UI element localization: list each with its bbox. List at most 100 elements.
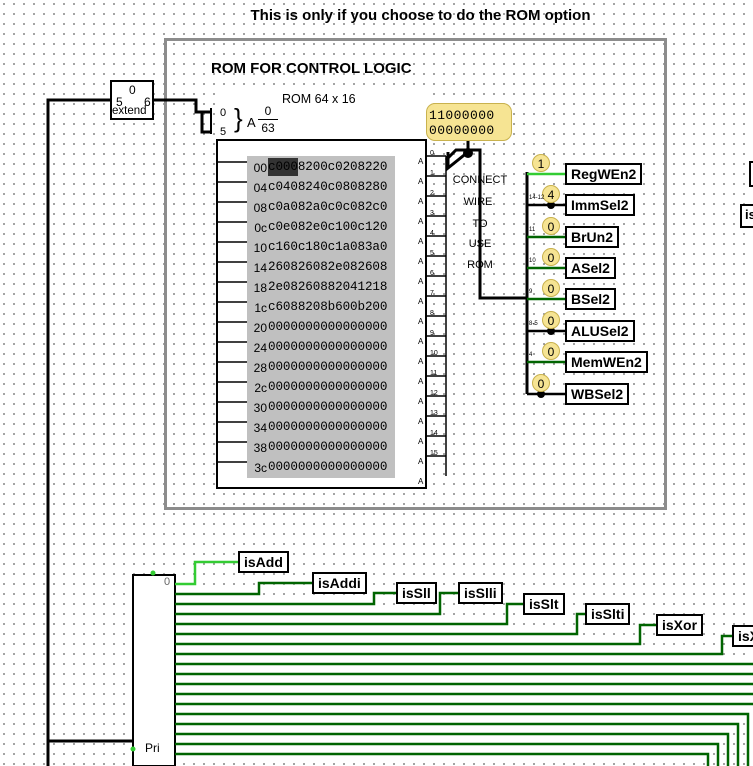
control-output-brun2[interactable]: BrUn2 [565,226,620,248]
decoder-tunnel-issll[interactable]: isSll [396,582,437,604]
rom-output-pin-label: A [418,477,424,486]
rom-output-pin-label: A [418,297,424,306]
control-bit-range: 10 [529,258,536,264]
rom-address-label: 34 [253,421,267,435]
rom-addr-fraction-bottom: 63 [261,121,275,135]
rom-row-data[interactable]: c6088208b600b200 [268,300,388,314]
control-probe-bsel2[interactable]: 0 [542,279,560,297]
rom-address-label: 20 [253,321,267,335]
rom-output-pin-label: A [418,177,424,186]
rom-frame [164,38,667,510]
rom-output-pin-label: A [418,397,424,406]
rom-output-index: 1 [430,170,434,177]
control-probe-memwen2[interactable]: 0 [542,342,560,360]
offscreen-tunnel-1[interactable] [749,161,753,187]
rom-row-data[interactable]: 0000000000000000 [268,400,388,414]
offscreen-tunnel-is[interactable]: is [740,204,753,228]
decoder-tunnel-isxor[interactable]: isXor [656,614,704,636]
decoder-tunnel-isslt[interactable]: isSlt [523,593,565,615]
extend-out-wire [154,98,210,114]
rom-output-pin-label: A [418,217,424,226]
rom-contents-grid[interactable] [247,156,395,478]
rom-row-data[interactable]: c160c180c1a083a0 [268,240,388,254]
connect-text-0: CONNECT [452,174,508,186]
control-output-wbsel2[interactable]: WBSel2 [565,383,630,405]
control-output-bsel2[interactable]: BSel2 [565,288,616,310]
rom-addr-A: A [247,115,256,130]
rom-output-pin-label: A [418,377,424,386]
rom-input-lines [218,161,248,463]
control-output-asel2[interactable]: ASel2 [565,257,616,279]
control-probe-immsel2[interactable]: 4 [542,185,560,203]
rom-cursor [268,158,298,176]
rom-row-data[interactable]: 0000000000000000 [268,460,388,474]
rom-output-probe[interactable]: 11000000 00000000 [426,103,512,141]
rom-output-pin-label: A [418,357,424,366]
control-probe-regwen2[interactable]: 1 [532,154,550,172]
decoder-tunnel-isslli[interactable]: isSlli [458,582,503,604]
rom-address-label: 0c [254,221,267,235]
rom-output-index: 13 [430,410,438,417]
rom-output-pin-label: A [418,157,424,166]
rom-output-pin-label: A [418,337,424,346]
control-output-alusel2[interactable]: ALUSel2 [565,320,635,342]
control-bit-range: 9 [529,289,533,295]
rom-address-label: 28 [253,361,267,375]
rom-output-pin-label: A [418,237,424,246]
control-probe-alusel2[interactable]: 0 [542,311,560,329]
rom-output-index: 0 [430,150,434,157]
addr-split-wire [200,112,210,134]
rom-address-label: 2c [254,381,267,395]
connect-text-1: WIRE [463,196,493,208]
rom-row-data[interactable]: 260826082e082608 [268,260,388,274]
rom-row-data[interactable]: 0000000000000000 [268,360,388,374]
rom-row-data[interactable]: 0000000000000000 [268,320,388,334]
control-probe-brun2[interactable]: 0 [542,217,560,235]
control-output-regwen2[interactable]: RegWEn2 [565,163,643,185]
extender-left-label: 5 [116,95,123,109]
control-probe-asel2[interactable]: 0 [542,248,560,266]
rom-output-pin-label: A [418,257,424,266]
rom-address-label: 38 [253,441,267,455]
pri-pin0: 0 [164,576,171,588]
control-output-memwen2[interactable]: MemWEn2 [565,351,648,373]
rom-row-data[interactable]: 0000000000000000 [268,440,388,454]
decoder-tunnel-isaddi[interactable]: isAddi [312,572,367,594]
rom-row-data[interactable]: 0000000000000000 [268,340,388,354]
rom-output-index: 6 [430,270,434,277]
rom-addr-bit-bottom: 5 [220,126,227,138]
rom-output-index: 15 [430,450,438,457]
rom-row-data[interactable]: c0008200c0208220 [268,160,388,174]
rom-output-index: 4 [430,230,434,237]
connect-text-3: USE [468,238,492,250]
rom-addr-fraction-top: 0 [264,104,272,118]
rom-address-label: 08 [253,201,267,215]
rom-address-label: 10 [253,241,267,255]
decoder-tunnel-isx[interactable]: isX [732,625,753,647]
rom-row-data[interactable]: c0408240c0808280 [268,180,388,194]
rom-row-data[interactable]: 0000000000000000 [268,420,388,434]
page-title: This is only if you choose to do the ROM… [250,7,591,24]
rom-section-title: ROM FOR CONTROL LOGIC [211,60,412,77]
decoder-tunnel-isslti[interactable]: isSlti [585,603,631,625]
probe-line1: 11000000 [429,108,495,123]
control-output-immsel2[interactable]: ImmSel2 [565,194,635,216]
rom-header [216,89,427,141]
decoder-tunnel-isadd[interactable]: isAdd [238,551,289,573]
left-bus-wire [46,98,112,766]
extender-right-label: 6 [144,95,151,109]
rom-row-data[interactable]: c0e082e0c100c120 [268,220,388,234]
extender-label: extend [112,105,147,117]
bit-extender[interactable]: 0 5 6 extend [110,80,154,120]
rom-output-pin-label: A [418,437,424,446]
rom-row-data[interactable]: 0000000000000000 [268,380,388,394]
rom-address-label: 14 [253,261,267,275]
rom-address-label: 3c [254,461,267,475]
control-probe-wbsel2[interactable]: 0 [532,374,550,392]
rom-row-data[interactable]: 2e08260882041218 [268,280,388,294]
rom-row-data[interactable]: c0a082a0c0c082c0 [268,200,388,214]
probe-line2: 00000000 [429,123,495,138]
rom-address-label: 24 [253,341,267,355]
rom-output-pin-label: A [418,317,424,326]
